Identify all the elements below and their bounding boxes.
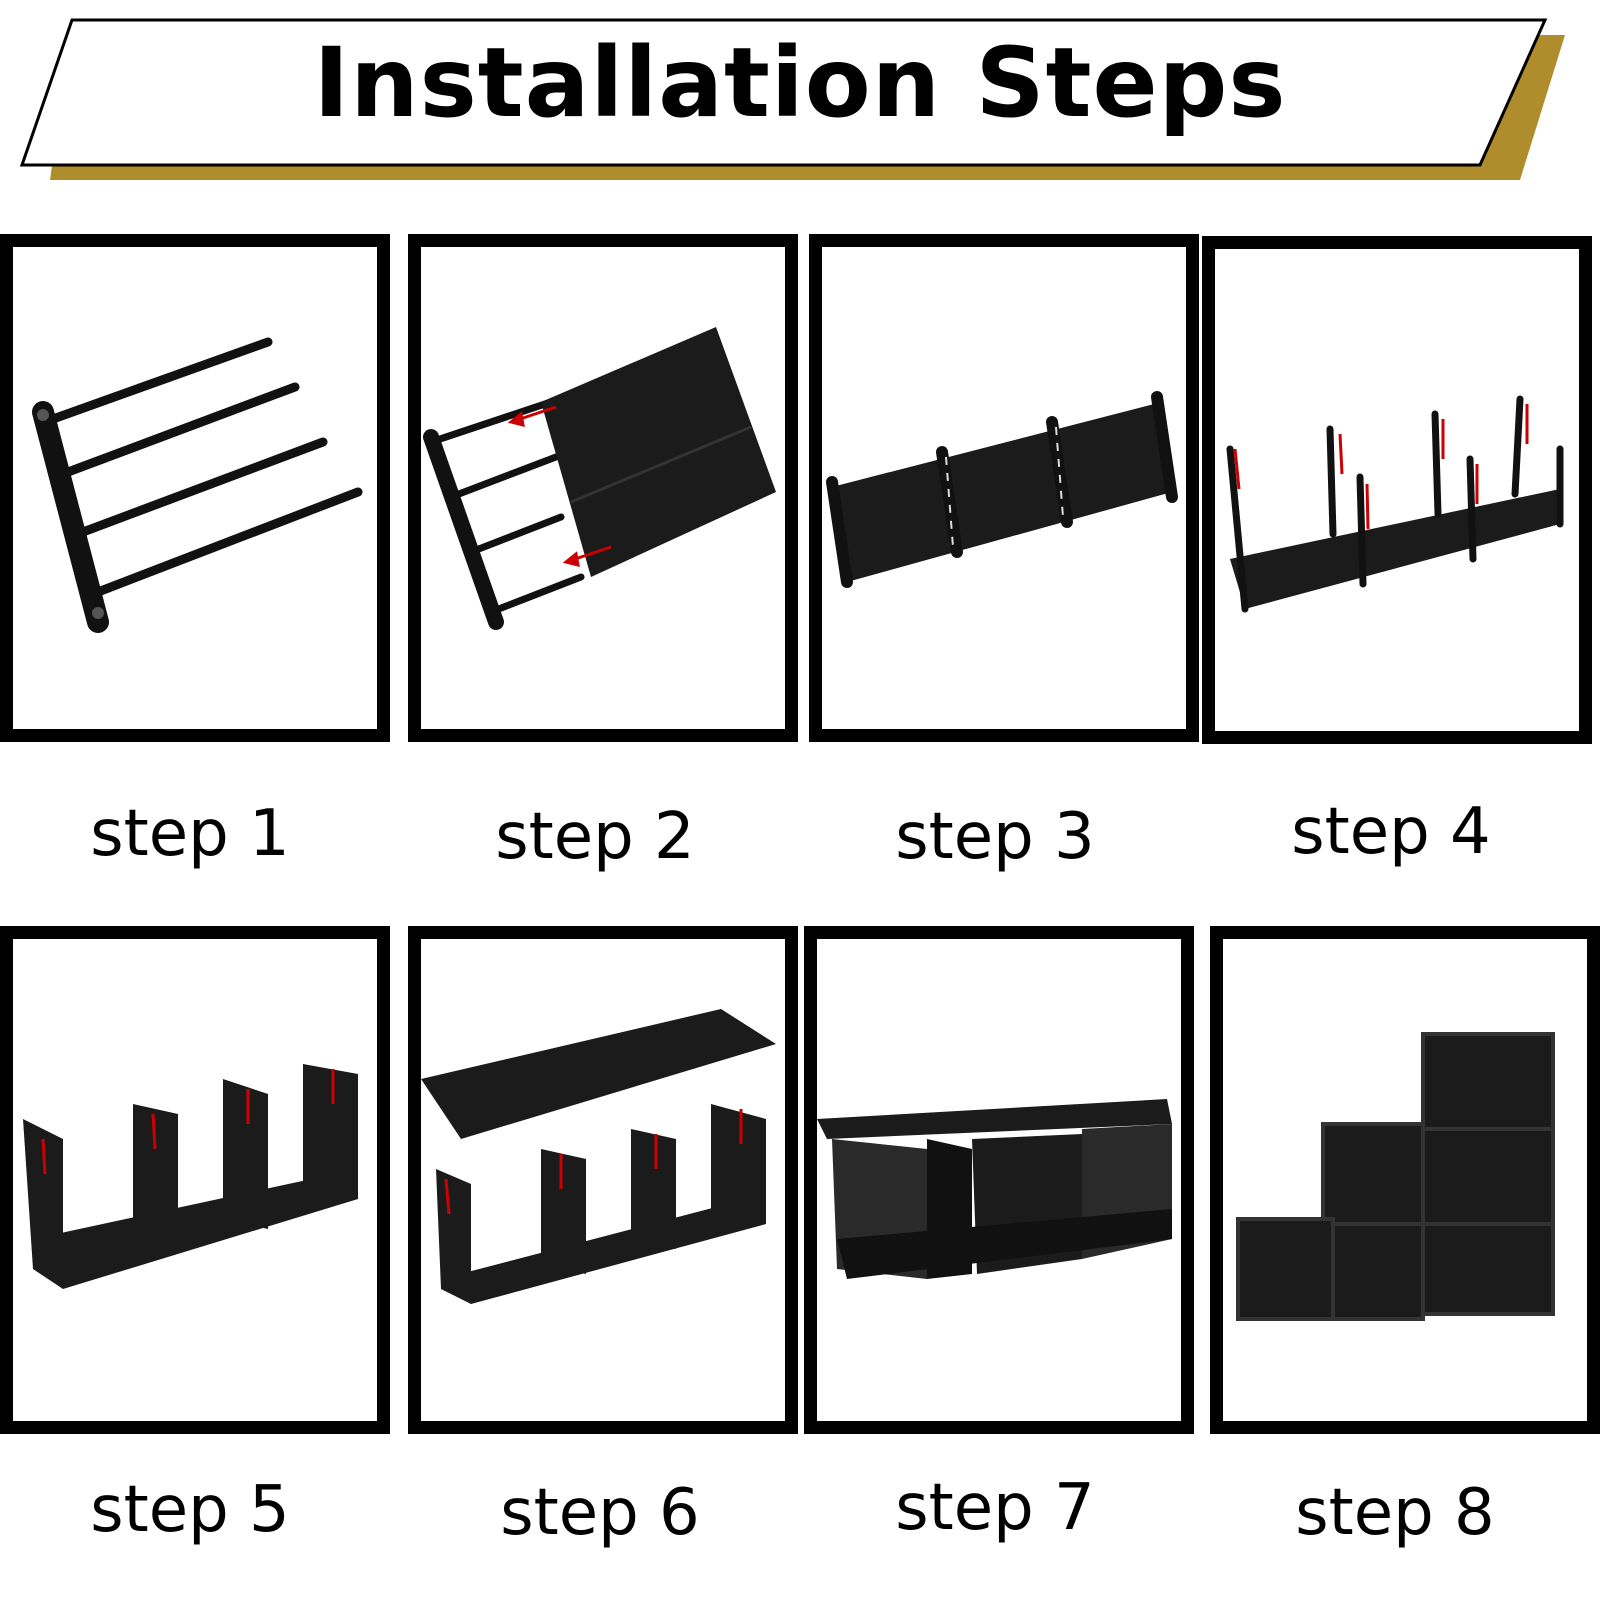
banner-ribbon <box>19 18 1565 180</box>
step-3-label: step 3 <box>895 800 1095 874</box>
step-4-panel <box>1202 236 1592 744</box>
step-7-panel <box>804 926 1194 1434</box>
step-5-panel <box>0 926 390 1434</box>
step-5-illustration <box>23 1064 358 1289</box>
step-4-illustration <box>1226 395 1564 613</box>
step-1-label: step 1 <box>90 797 290 871</box>
step-3-panel <box>809 234 1199 742</box>
step-2-label: step 2 <box>495 800 695 874</box>
step-2-panel <box>408 234 798 742</box>
step-8-panel <box>1210 926 1600 1434</box>
step-1-panel <box>0 234 390 742</box>
step-7-illustration <box>817 1099 1172 1279</box>
step-1-illustration <box>32 337 363 633</box>
banner-face <box>19 18 1548 167</box>
step-3-illustration <box>826 391 1178 588</box>
step-8-label: step 8 <box>1295 1476 1495 1550</box>
title-banner: Installation Steps <box>0 0 1600 200</box>
page-title: Installation Steps <box>313 27 1287 139</box>
step-6-illustration <box>421 1009 776 1304</box>
step-5-label: step 5 <box>90 1473 290 1547</box>
step-4-label: step 4 <box>1291 795 1491 869</box>
step-8-illustration <box>1236 1032 1555 1321</box>
step-6-panel <box>408 926 798 1434</box>
step-7-label: step 7 <box>895 1471 1095 1545</box>
step-2-illustration <box>423 327 776 630</box>
step-6-label: step 6 <box>500 1476 700 1550</box>
